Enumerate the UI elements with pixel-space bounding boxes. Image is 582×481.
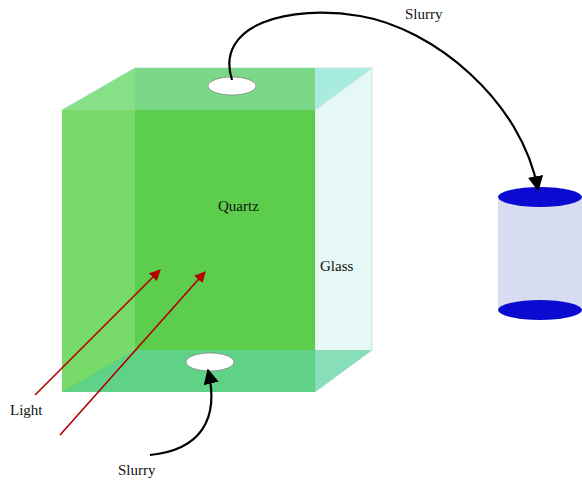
part-label: Glass (320, 258, 353, 275)
light-label: Light (10, 402, 43, 419)
slurry-label: Slurry (118, 462, 156, 479)
slurry-outlet-tube (229, 13, 538, 190)
slurry-label: Slurry (405, 6, 443, 23)
light-ray (35, 270, 160, 395)
part-label: Quartz (218, 198, 259, 215)
vessel-bottom (498, 300, 582, 320)
vessel-body (498, 197, 582, 310)
bottom-face (62, 350, 372, 392)
slurry-inlet-tube (150, 370, 211, 455)
light-ray (60, 272, 205, 435)
glass-side-face (315, 68, 372, 392)
quartz-face-box: Quartz (62, 110, 315, 392)
vessel-top (498, 187, 582, 207)
back-face (135, 68, 315, 350)
glass-box: Glass Quartz (62, 68, 372, 392)
inlet-hole (186, 353, 234, 371)
quartz-left-face (62, 68, 135, 392)
